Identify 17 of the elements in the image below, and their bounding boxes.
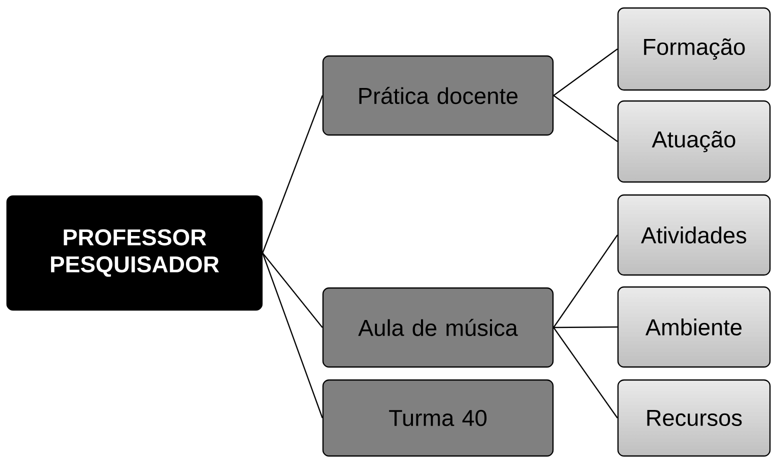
topic-box: Prática docente [322, 55, 554, 136]
connector-line [262, 95, 323, 254]
connector-line [553, 48, 618, 96]
topic-box: Turma 40 [322, 379, 554, 457]
subtopic-box: Atividades [617, 194, 771, 276]
subtopic-box: Ambiente [617, 286, 771, 368]
topic-box: Aula de música [322, 287, 554, 368]
subtopic-box: Formação [617, 7, 771, 91]
subtopic-box: Recursos [617, 379, 771, 457]
connector-line [262, 252, 323, 328]
connector-line [262, 252, 323, 418]
connector-line [553, 327, 618, 418]
connector-line [553, 95, 618, 142]
subtopic-box: Atuação [617, 100, 771, 183]
connector-line [554, 326, 618, 328]
connector-line [553, 234, 618, 328]
root-box: PROFESSOR PESQUISADOR [6, 195, 263, 311]
